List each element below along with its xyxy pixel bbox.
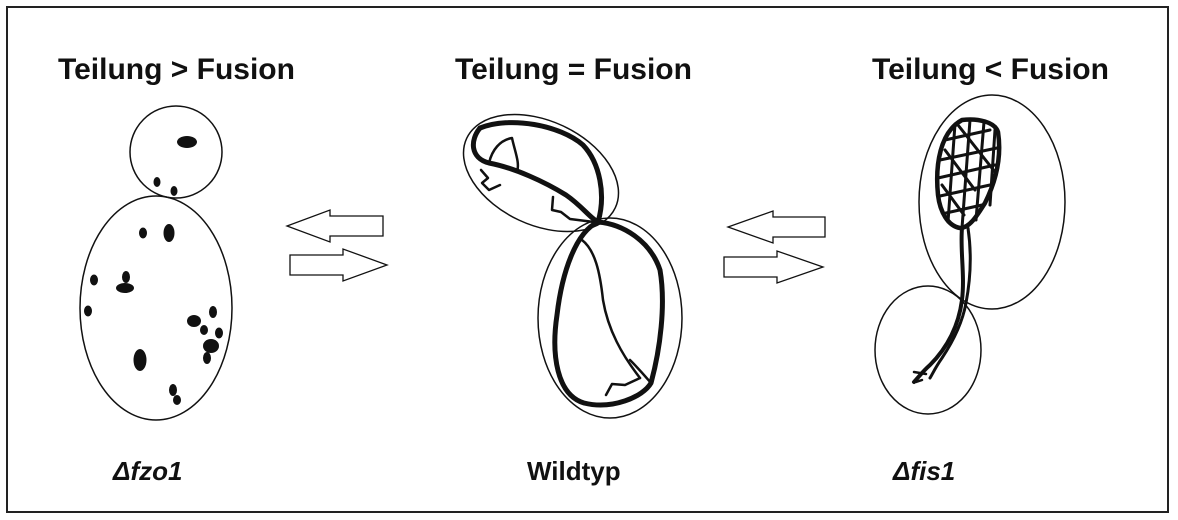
bud-outline [462, 113, 620, 233]
mitochondria-fragments [84, 136, 223, 405]
arrow-right-icon [289, 248, 389, 282]
caption-fis1: Δfis1 [893, 456, 956, 486]
mitochondrial-network [470, 120, 665, 408]
equilibrium-arrows-right [723, 210, 826, 284]
heading-division-equal: Teilung = Fusion [455, 53, 692, 86]
caption-wildtype: Wildtyp [527, 456, 621, 486]
equilibrium-arrows-left [285, 209, 389, 282]
mother-cell-outline [537, 217, 683, 419]
hyperfused-cell [874, 94, 1066, 415]
mitochondrial-mesh [912, 117, 1002, 384]
caption-fzo1: Δfzo1 [113, 456, 183, 486]
heading-division-less: Teilung < Fusion [872, 53, 1109, 86]
arrow-left-icon [285, 209, 384, 243]
arrow-left-icon [726, 210, 826, 244]
mother-cell-outline [918, 94, 1066, 310]
fragmented-cell [79, 105, 233, 421]
mother-cell-outline [79, 195, 233, 421]
figure-frame [6, 6, 1169, 513]
arrow-right-icon [723, 250, 825, 284]
heading-division-greater: Teilung > Fusion [58, 53, 295, 86]
bud-outline [874, 285, 982, 415]
wildtype-cell [462, 113, 683, 419]
bud-outline [129, 105, 223, 199]
